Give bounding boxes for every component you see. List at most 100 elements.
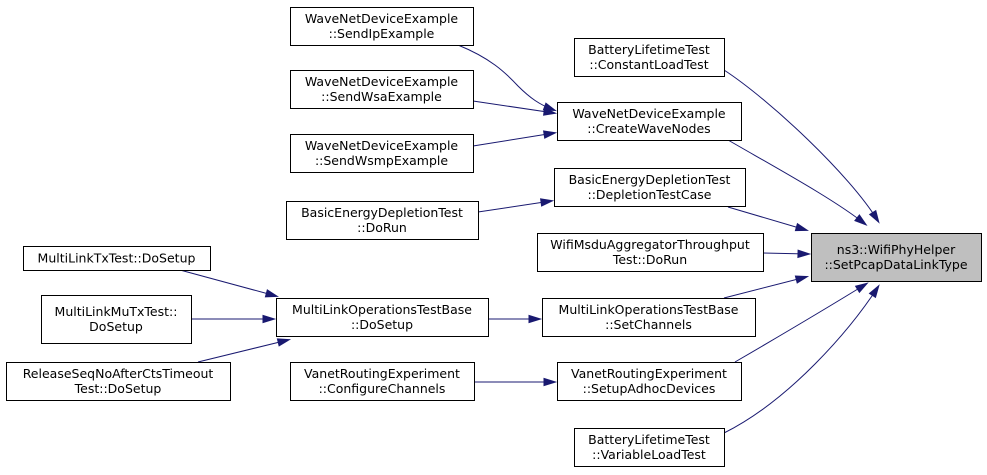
arrowhead	[543, 377, 558, 387]
node-box	[574, 38, 725, 77]
edge-line	[727, 139, 866, 225]
node-label-line: MultiLinkOperationsTestBase	[292, 302, 472, 317]
node-label-line: MultiLinkMuTxTest::	[55, 304, 178, 319]
node-vanet-setup[interactable]: VanetRoutingExperiment::SetupAdhocDevice…	[557, 362, 742, 401]
node-box	[6, 362, 231, 401]
edge-line	[457, 44, 555, 111]
node-label-line: ::DoSetup	[351, 317, 413, 332]
node-label-line: WaveNetDeviceExample	[305, 138, 459, 153]
node-label-line: BasicEnergyDepletionTest	[301, 205, 463, 220]
node-box	[286, 201, 479, 240]
node-depletion-case[interactable]: BasicEnergyDepletionTest::DepletionTestC…	[554, 168, 746, 207]
edge-release-seq-to-ml-base-setup	[197, 338, 292, 363]
nodes-layer: ns3::WifiPhyHelper::SetPcapDataLinkType W…	[6, 7, 982, 467]
node-label-line: ::ConfigureChannels	[319, 381, 446, 396]
edge-send-wsmp-to-create-wave	[472, 130, 558, 147]
node-ml-tx[interactable]: MultiLinkTxTest::DoSetup	[23, 246, 211, 271]
node-box	[290, 7, 474, 46]
node-label-line: VanetRoutingExperiment	[304, 366, 460, 381]
edge-send-wsa-to-create-wave	[472, 100, 558, 116]
arrowhead	[543, 130, 558, 139]
node-label-line: ::SetPcapDataLinkType	[824, 257, 967, 272]
node-box	[290, 362, 475, 401]
node-battery-const[interactable]: BatteryLifetimeTest::ConstantLoadTest	[574, 38, 725, 77]
edge-msdu-run-to-root	[762, 249, 812, 259]
node-send-wsmp[interactable]: WaveNetDeviceExample::SendWsmpExample	[290, 134, 474, 173]
node-label-line: ::SendIpExample	[329, 26, 435, 41]
node-box	[276, 298, 489, 337]
node-label-line: Test::DoRun	[612, 252, 687, 267]
node-send-ip[interactable]: WaveNetDeviceExample::SendIpExample	[290, 7, 474, 46]
node-label-line: ::SendWsmpExample	[315, 153, 448, 168]
arrowhead	[528, 314, 543, 324]
node-label-line: ReleaseSeqNoAfterCtsTimeout	[23, 366, 214, 381]
arrowhead	[794, 222, 810, 232]
edge-line	[472, 100, 555, 114]
node-label-line: WaveNetDeviceExample	[305, 74, 459, 89]
node-box	[542, 298, 756, 337]
node-label-line: ::VariableLoadTest	[592, 447, 706, 462]
node-box	[290, 134, 474, 173]
node-label-line: ::DepletionTestCase	[588, 187, 712, 202]
node-ml-base-setup[interactable]: MultiLinkOperationsTestBase::DoSetup	[276, 298, 489, 337]
node-box	[41, 295, 192, 344]
edge-ml-base-chan-to-root	[723, 275, 810, 299]
edge-line	[734, 283, 867, 363]
arrowhead	[854, 282, 869, 294]
node-box	[537, 233, 764, 272]
node-vanet-config[interactable]: VanetRoutingExperiment::ConfigureChannel…	[290, 362, 475, 401]
edge-line	[727, 206, 807, 231]
arrowhead	[540, 198, 555, 207]
arrowhead	[262, 314, 277, 324]
arrowhead	[543, 107, 558, 116]
arrowhead	[264, 289, 279, 298]
arrowhead	[868, 209, 880, 224]
node-label-line: ::ConstantLoadTest	[589, 57, 708, 72]
edge-depletion-run-to-depletion-case	[477, 198, 555, 213]
edge-create-wave-to-root	[727, 139, 868, 226]
node-label-line: MultiLinkTxTest::DoSetup	[38, 251, 196, 266]
edge-battery-const-to-root	[723, 69, 880, 224]
node-label-line: BasicEnergyDepletionTest	[569, 172, 731, 187]
node-label-line: WaveNetDeviceExample	[305, 11, 459, 26]
node-box	[557, 362, 742, 401]
edge-line	[197, 339, 289, 363]
edge-battery-var-to-root	[723, 284, 880, 434]
node-label-line: ::CreateWaveNodes	[587, 121, 710, 136]
node-ml-base-chan[interactable]: MultiLinkOperationsTestBase::SetChannels	[542, 298, 756, 337]
node-box	[554, 168, 746, 207]
node-send-wsa[interactable]: WaveNetDeviceExample::SendWsaExample	[290, 70, 474, 109]
node-box	[574, 428, 725, 467]
arrowhead	[797, 249, 812, 259]
node-root[interactable]: ns3::WifiPhyHelper::SetPcapDataLinkType	[811, 233, 982, 282]
edge-ml-mutx-to-ml-base-setup	[191, 314, 277, 324]
edge-ml-base-setup-to-ml-base-chan	[488, 314, 543, 324]
node-ml-mutx[interactable]: MultiLinkMuTxTest::DoSetup	[41, 295, 192, 344]
node-battery-var[interactable]: BatteryLifetimeTest::VariableLoadTest	[574, 428, 725, 467]
node-label-line: ::DoRun	[357, 220, 407, 235]
edges-layer	[179, 44, 880, 434]
node-label-line: Test::DoSetup	[74, 381, 162, 396]
node-depletion-run[interactable]: BasicEnergyDepletionTest::DoRun	[286, 201, 479, 240]
node-label-line: ::SendWsaExample	[321, 89, 442, 104]
node-label-line: BatteryLifetimeTest	[588, 42, 710, 57]
node-label-line: BatteryLifetimeTest	[588, 432, 710, 447]
node-label-line: MultiLinkOperationsTestBase	[559, 302, 739, 317]
arrowhead	[868, 284, 880, 299]
node-box	[811, 233, 982, 282]
node-box	[290, 70, 474, 109]
edge-line	[179, 269, 277, 297]
node-label-line: DoSetup	[89, 319, 143, 334]
node-label-line: ::SetupAdhocDevices	[583, 381, 716, 396]
node-box	[557, 102, 742, 141]
node-create-wave[interactable]: WaveNetDeviceExample::CreateWaveNodes	[557, 102, 742, 141]
arrowhead	[794, 275, 810, 284]
node-label-line: WifiMsduAggregatorThroughput	[550, 237, 750, 252]
arrowhead	[854, 214, 868, 226]
node-label-line: ::SetChannels	[605, 317, 692, 332]
edge-depletion-case-to-root	[727, 206, 810, 232]
node-label-line: ns3::WifiPhyHelper	[837, 242, 956, 257]
